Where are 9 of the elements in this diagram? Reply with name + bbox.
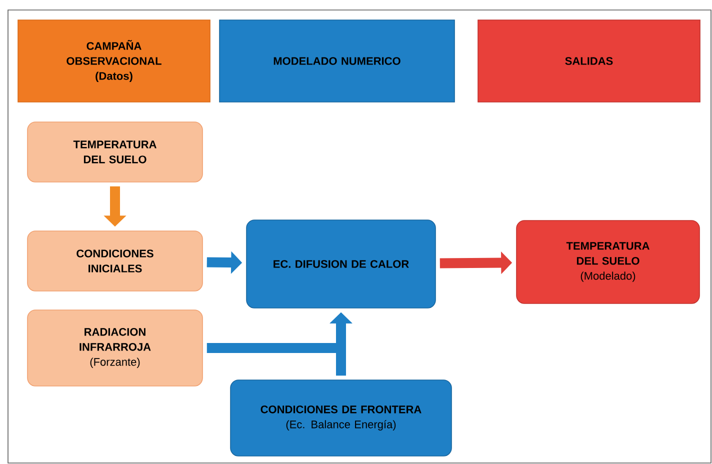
process-box: EC. DIFUSION DE CALOR: [246, 220, 436, 308]
output-box: TEMPERATURA DEL SUELO (Modelado): [516, 220, 700, 304]
header-box: SALIDAS: [478, 20, 700, 102]
header-box: CAMPAÑA OBSERVACIONAL (Datos): [18, 20, 210, 102]
input-box: TEMPERATURA DEL SUELO: [27, 122, 203, 182]
input-box: RADIACION INFRARROJA (Forzante): [27, 310, 203, 386]
input-box: CONDICIONES INICIALES: [27, 230, 203, 292]
header-box: MODELADO NUMERICO: [219, 20, 455, 102]
process-box: CONDICIONES DE FRONTERA (Ec. Balance Energía): [230, 380, 452, 456]
